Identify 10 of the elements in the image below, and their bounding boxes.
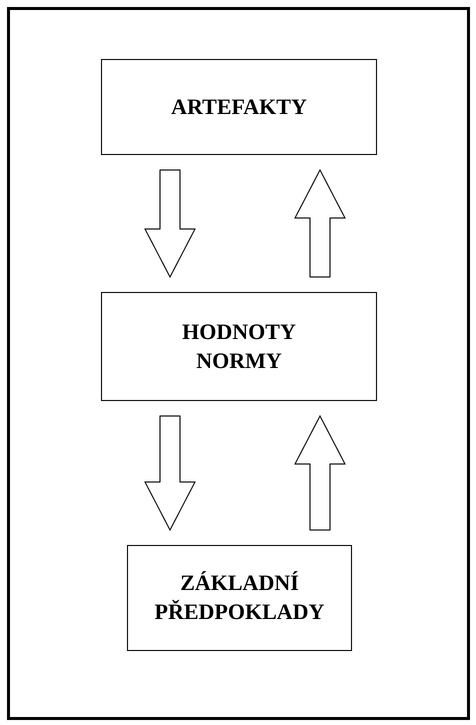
text-box xyxy=(101,292,377,401)
text-box xyxy=(101,59,377,155)
block-arrow xyxy=(144,170,196,278)
block-arrow xyxy=(294,168,346,278)
box-label: ZÁKLADNÍ PŘEDPOKLADY xyxy=(154,569,326,626)
text-box xyxy=(127,545,352,651)
box-label: HODNOTY NORMY xyxy=(181,318,297,374)
box-label: ARTEFAKTY xyxy=(171,92,307,121)
block-arrow xyxy=(144,416,196,532)
block-arrow xyxy=(294,414,346,530)
